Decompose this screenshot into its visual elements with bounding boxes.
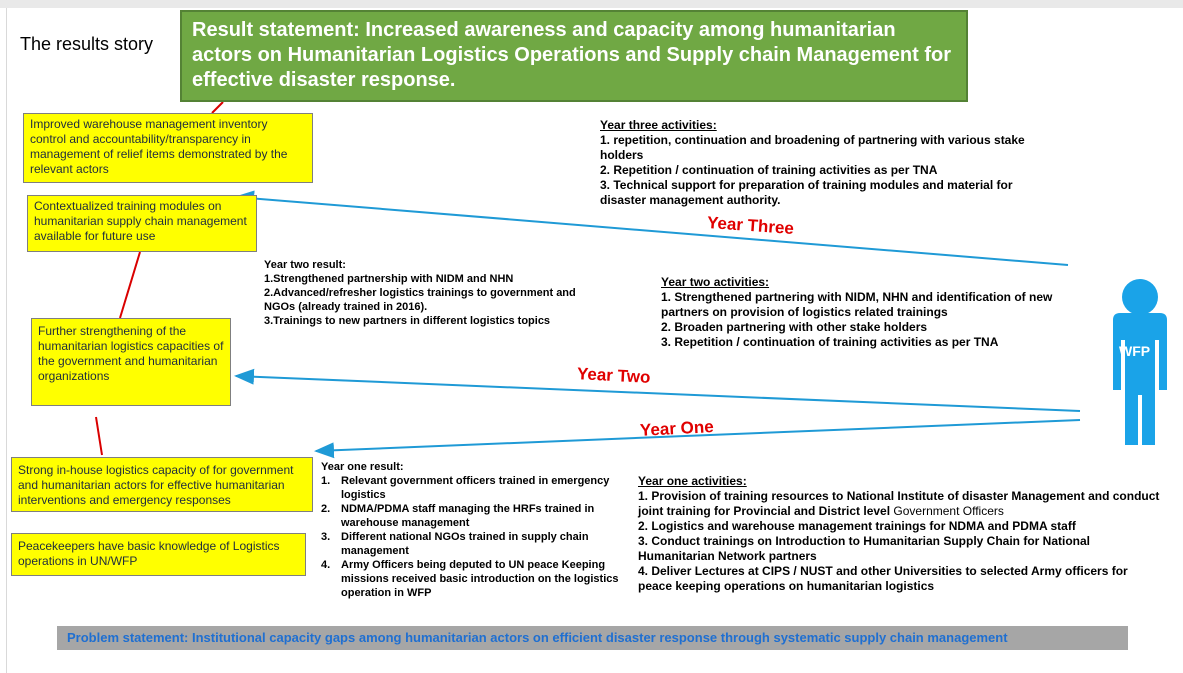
connector-line (119, 251, 141, 319)
wfp-label: WFP (1119, 343, 1151, 359)
year-three-activities-heading: Year three activities: (600, 118, 717, 132)
year-one-activity-text-normal: Government Officers (893, 504, 1004, 518)
year-two-activity: 2. Broaden partnering with other stake h… (661, 320, 928, 334)
arrow-year-one (314, 419, 1081, 459)
year-one-activity: 1. Provision of training resources to Na… (638, 489, 1163, 519)
year-two-label: Year Two (576, 364, 651, 387)
year-one-result-item: 2. NDMA/PDMA staff managing the HRFs trai… (321, 502, 636, 530)
year-one-activities: Year one activities: 1. Provision of tra… (638, 474, 1163, 594)
arrow-year-two (234, 368, 1081, 412)
list-number: 3. (321, 531, 331, 543)
outcome-box-training-modules: Contextualized training modules on human… (27, 195, 257, 252)
outcome-box-inhouse: Strong in-house logistics capacity of fo… (11, 457, 313, 512)
year-one-activity: 3. Conduct trainings on Introduction to … (638, 534, 1090, 563)
problem-statement: Problem statement: Institutional capacit… (57, 626, 1128, 650)
year-two-activities: Year two activities: 1. Strengthened par… (661, 275, 1093, 350)
list-number: 2. (321, 503, 331, 515)
connector-line (95, 416, 103, 456)
year-one-result: Year one result: 1. Relevant government o… (321, 460, 636, 600)
year-two-result: Year two result: 1.Strengthened partners… (264, 258, 594, 328)
result-statement: Result statement: Increased awareness an… (180, 10, 968, 102)
year-three-activity: 1. repetition, continuation and broadeni… (600, 133, 1025, 162)
year-two-result-item: 2.Advanced/refresher logistics trainings… (264, 287, 576, 313)
connector-line (211, 101, 224, 114)
year-two-result-heading: Year two result: (264, 259, 346, 271)
outcome-box-warehouse: Improved warehouse management inventory … (23, 113, 313, 183)
list-item-text: Army Officers being deputed to UN peace … (341, 559, 619, 599)
list-number: 1. (321, 475, 331, 487)
list-number: 4. (321, 559, 331, 571)
year-two-result-item: 3.Trainings to new partners in different… (264, 315, 551, 327)
arrow-year-three (234, 190, 1069, 266)
year-one-result-item: 3. Different national NGOs trained in sup… (321, 530, 636, 558)
year-one-result-heading: Year one result: (321, 461, 404, 473)
year-one-label: Year One (639, 417, 715, 440)
year-three-activity: 2. Repetition / continuation of training… (600, 163, 938, 177)
story-title: The results story (20, 34, 154, 54)
outcome-box-peacekeepers: Peacekeepers have basic knowledge of Log… (11, 533, 306, 576)
year-three-activity: 3. Technical support for preparation of … (600, 178, 1013, 207)
list-item-text: NDMA/PDMA staff managing the HRFs traine… (341, 503, 595, 529)
outcome-box-capacity: Further strengthening of the humanitaria… (31, 318, 231, 406)
wfp-person-icon (1113, 279, 1167, 445)
year-one-activity: 2. Logistics and warehouse management tr… (638, 519, 1076, 533)
year-one-activity: 4. Deliver Lectures at CIPS / NUST and o… (638, 564, 1128, 593)
year-three-activities: Year three activities: 1. repetition, co… (600, 118, 1030, 208)
year-two-activity: 1. Strengthened partnering with NIDM, NH… (661, 290, 1053, 319)
left-border (6, 8, 7, 673)
top-border (0, 0, 1183, 8)
year-one-result-item: 4. Army Officers being deputed to UN peac… (321, 558, 636, 600)
year-two-activities-heading: Year two activities: (661, 275, 770, 289)
year-two-result-item: 1.Strengthened partnership with NIDM and… (264, 273, 514, 285)
year-two-activity: 3. Repetition / continuation of training… (661, 335, 999, 349)
year-one-activity-text: 1. Provision of training resources to Na… (638, 489, 1160, 518)
year-one-result-item: 1. Relevant government officers trained i… (321, 474, 636, 502)
list-item-text: Different national NGOs trained in suppl… (341, 531, 589, 557)
year-one-activities-heading: Year one activities: (638, 474, 747, 488)
list-item-text: Relevant government officers trained in … (341, 475, 610, 501)
